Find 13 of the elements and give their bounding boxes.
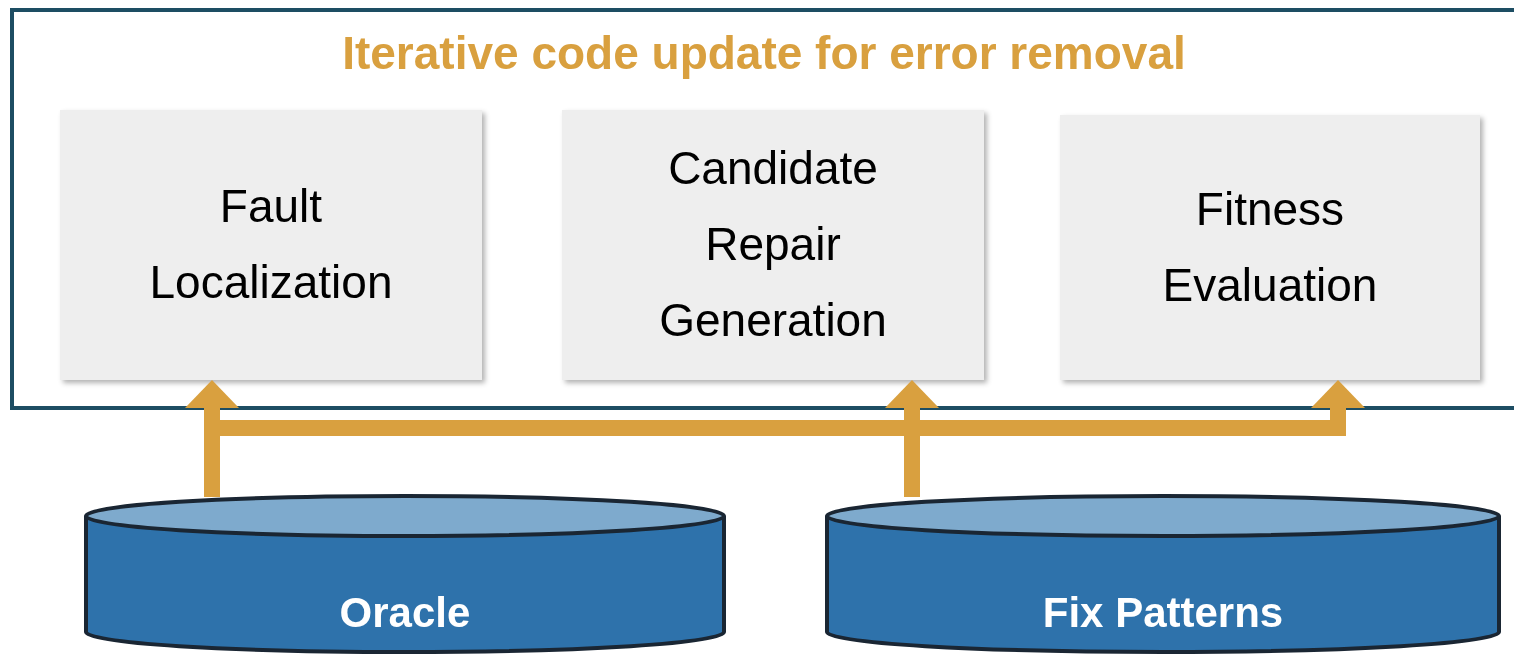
group-frame	[10, 8, 1514, 410]
process-box	[1060, 115, 1480, 380]
box-label: Candidate Repair Generation	[658, 141, 888, 348]
database-cylinder	[83, 493, 727, 655]
frame-title: Iterative code update for error removal	[341, 26, 1187, 80]
box-label: Fitness Evaluation	[1161, 181, 1379, 313]
arrow	[885, 380, 939, 497]
process-box	[562, 110, 984, 380]
cylinder-label: Oracle	[338, 589, 472, 637]
process-box	[60, 110, 482, 380]
database-cylinder	[824, 493, 1502, 655]
cylinder-label: Fix Patterns	[1041, 589, 1285, 637]
box-label: Fault Localization	[148, 179, 394, 310]
